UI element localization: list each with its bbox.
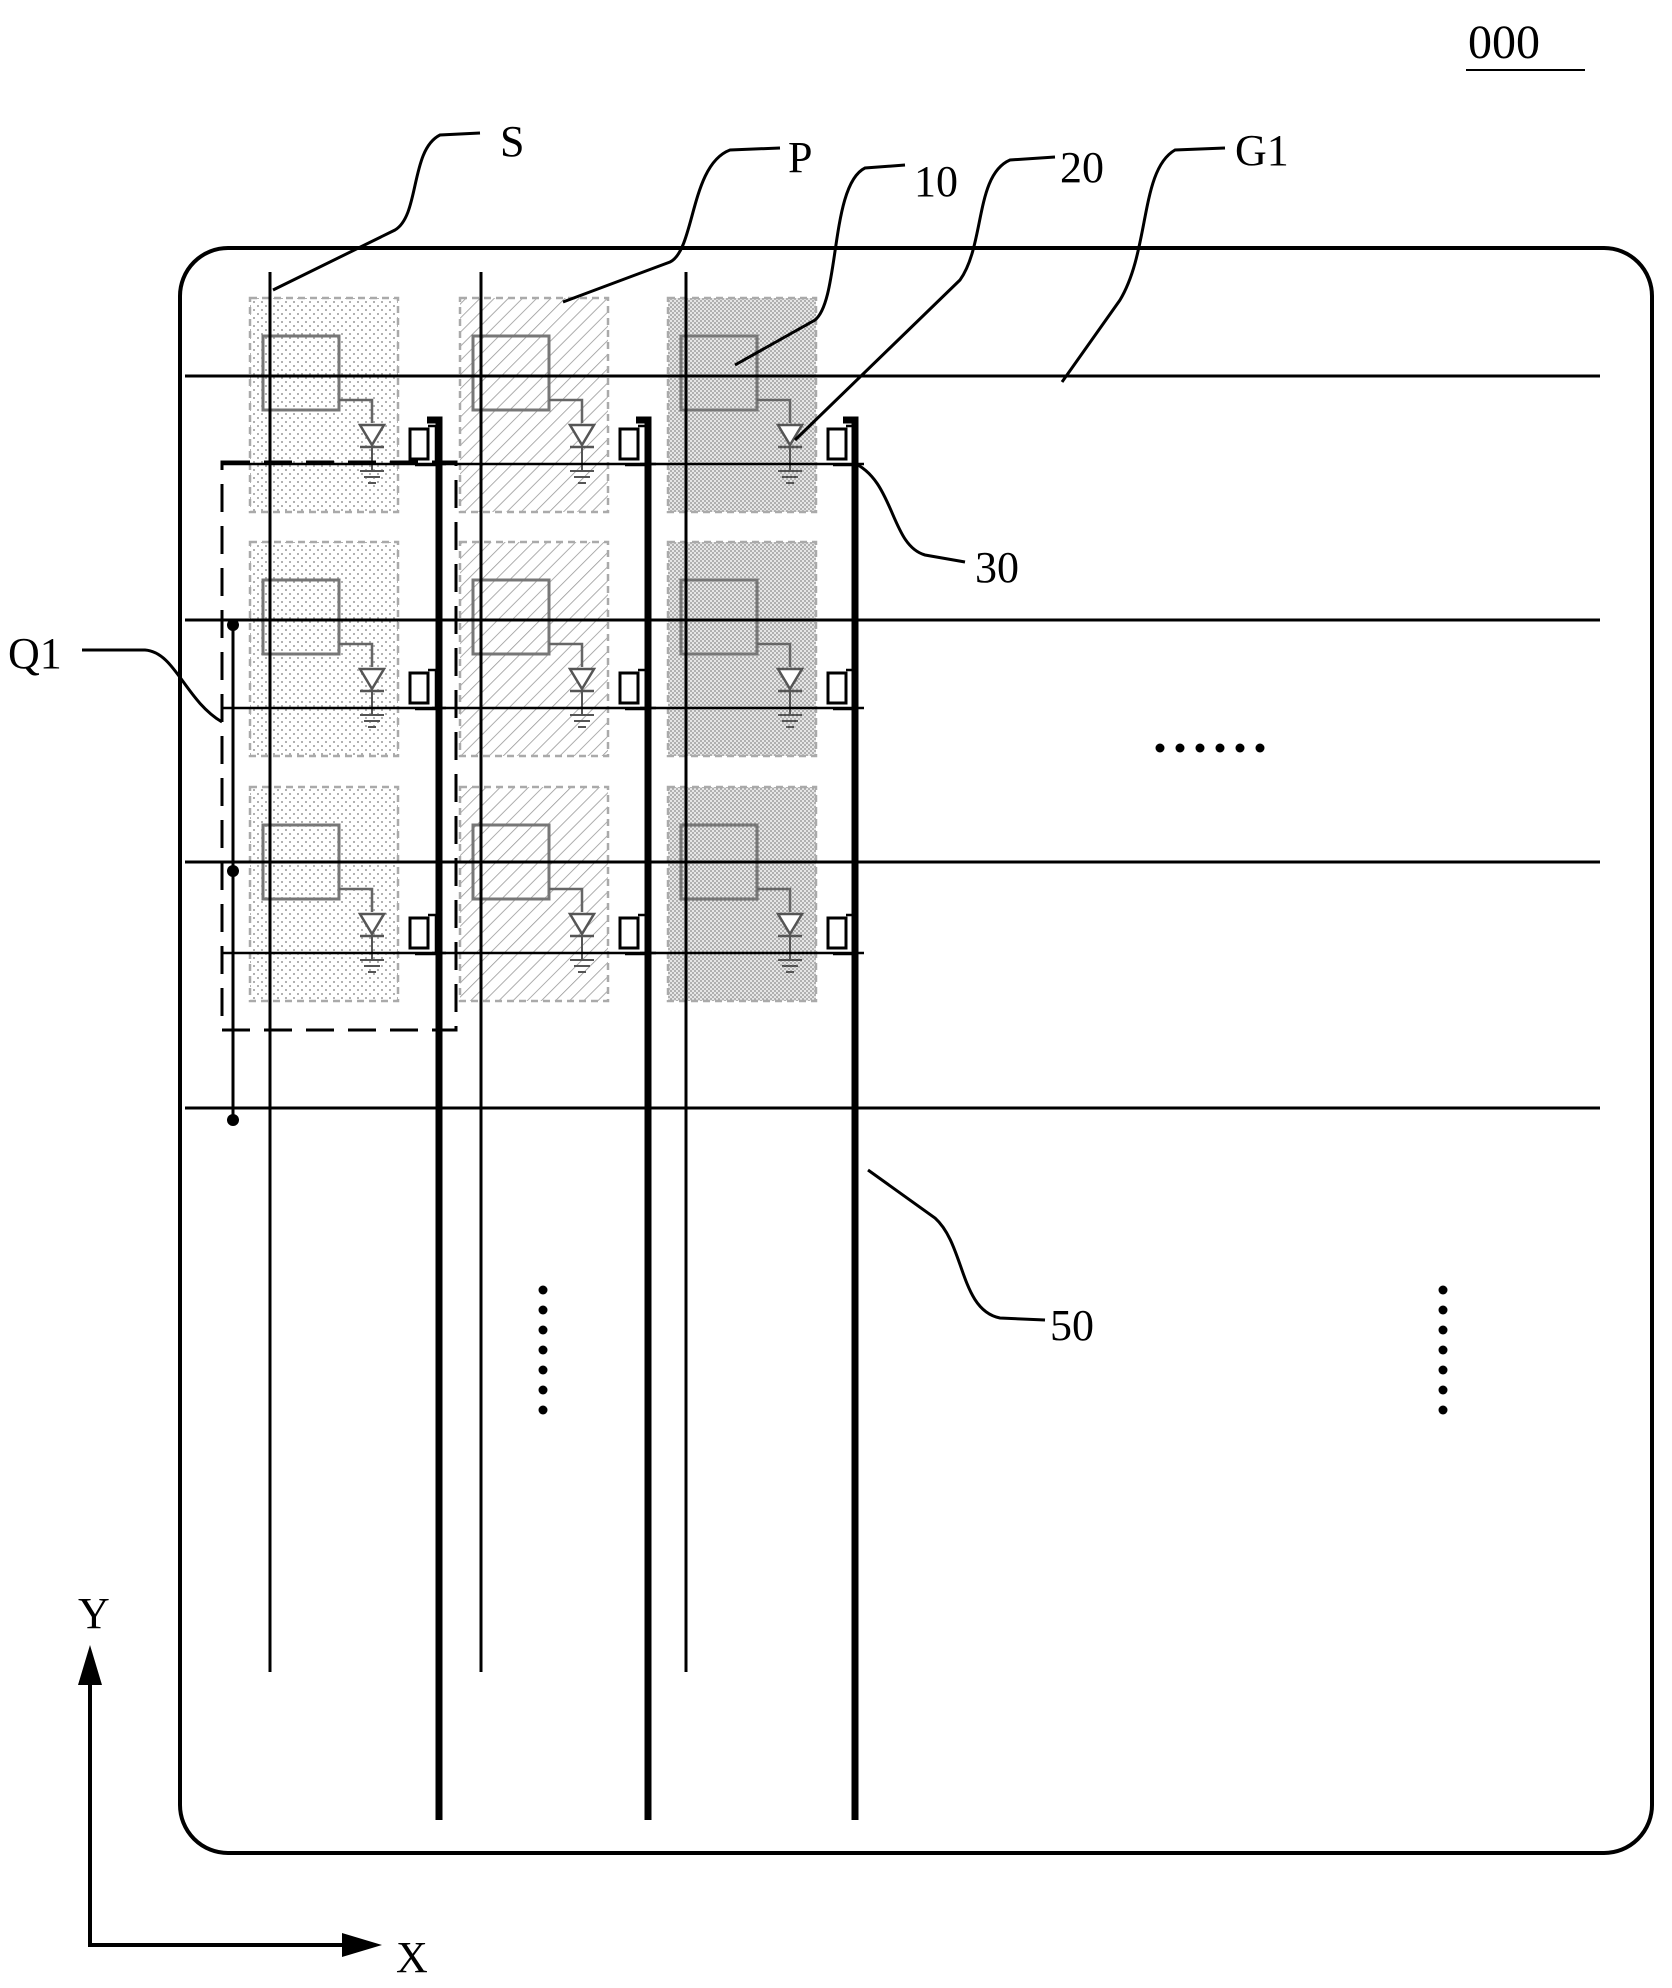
label-G1: G1 [1235, 126, 1289, 175]
pixel-unit [222, 540, 446, 758]
block-wire [757, 887, 792, 912]
leader-G1 [1060, 146, 1226, 383]
block-wire [549, 642, 584, 667]
transistor-block [471, 334, 551, 412]
leader-P [562, 146, 781, 304]
gate-lines [185, 374, 1600, 1110]
leader-50 [867, 1168, 1046, 1322]
axis-label-Y: Y [78, 1589, 110, 1638]
pixel-unit [432, 785, 656, 1003]
block-wire [339, 887, 374, 912]
sensor-element-30 [618, 671, 640, 705]
pixel-unit [222, 296, 446, 514]
pixel-unit [640, 785, 864, 1003]
diode-icon [567, 667, 597, 692]
sensor-element-30 [408, 427, 430, 461]
thick-line-2 [636, 416, 652, 1820]
diode-icon [357, 912, 387, 937]
label-Q1: Q1 [8, 629, 62, 678]
pixel-unit [222, 785, 446, 1003]
figure-id: 000 [1468, 16, 1540, 69]
transistor-block [261, 578, 341, 656]
junction-dot [227, 1114, 239, 1126]
label-20: 20 [1060, 143, 1104, 192]
leader-30 [851, 460, 966, 564]
junction-dot [227, 865, 239, 877]
axis-label-X: X [396, 1933, 428, 1982]
diode-icon [775, 423, 805, 448]
label-P: P [788, 133, 812, 182]
transistor-block [679, 578, 759, 656]
sensor-element-30 [826, 427, 848, 461]
sensor-element-30 [826, 671, 848, 705]
block-wire [757, 398, 792, 423]
display-panel-outline [178, 246, 1654, 1855]
diode-icon [567, 423, 597, 448]
label-50: 50 [1050, 1301, 1094, 1350]
ellipsis-vertical-middle [538, 1285, 548, 1415]
sensor-element-30 [408, 916, 430, 950]
thick-line-1 [427, 416, 443, 1820]
label-30: 30 [975, 543, 1019, 592]
sensor-element-30 [618, 427, 640, 461]
pixel-array [222, 296, 864, 1003]
label-10: 10 [914, 157, 958, 206]
leader-Q1 [82, 648, 223, 724]
thick-signal-lines [427, 416, 859, 1820]
block-wire [549, 887, 584, 912]
pixel-unit [432, 296, 656, 514]
diode-icon [567, 912, 597, 937]
ellipsis-horizontal [1155, 743, 1265, 753]
sensor-element-30 [408, 671, 430, 705]
diode-icon [775, 667, 805, 692]
dashed-group-Q1 [220, 460, 458, 1032]
leader-20 [793, 155, 1056, 442]
thick-line-3 [843, 416, 859, 1820]
ellipsis-vertical-right [1438, 1285, 1448, 1415]
diode-icon [357, 667, 387, 692]
pixel-unit [640, 540, 864, 758]
sensor-element-30 [826, 916, 848, 950]
leader-lines [82, 131, 1226, 1322]
transistor-block [679, 334, 759, 412]
block-wire [339, 398, 374, 423]
diode-icon [775, 912, 805, 937]
pixel-unit [432, 540, 656, 758]
leader-S [272, 131, 481, 292]
block-wire [757, 642, 792, 667]
junction-dot [227, 619, 239, 631]
sensor-element-30 [618, 916, 640, 950]
x-axis-arrow-icon [342, 1933, 382, 1957]
transistor-block [261, 334, 341, 412]
source-lines [268, 272, 688, 1672]
block-wire [549, 398, 584, 423]
transistor-block [471, 578, 551, 656]
y-axis-arrow-icon [78, 1645, 102, 1685]
diode-icon [357, 423, 387, 448]
label-S: S [500, 117, 524, 166]
leader-10 [734, 163, 906, 367]
block-wire [339, 642, 374, 667]
left-bus [227, 619, 239, 1126]
coordinate-axes: Y X [78, 1589, 428, 1982]
